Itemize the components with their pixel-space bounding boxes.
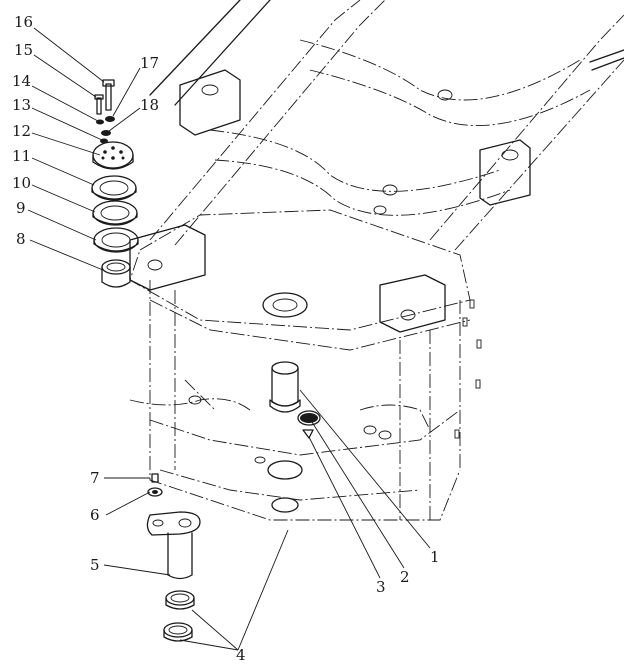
callout-9: 9: [16, 199, 26, 217]
chassis-frame: [129, 0, 624, 521]
callout-11: 11: [12, 147, 31, 165]
callout-10: 10: [12, 174, 31, 192]
callout-5: 5: [90, 556, 100, 574]
callout-16: 16: [14, 13, 33, 31]
callout-17: 17: [140, 54, 159, 72]
leader-lines: [27, 27, 431, 651]
callout-13: 13: [12, 96, 31, 114]
callout-12: 12: [12, 122, 31, 140]
callout-14: 14: [12, 72, 31, 90]
center-pin-assembly: [269, 361, 321, 439]
callout-15: 15: [14, 41, 33, 59]
lower-pin-assembly: [146, 473, 201, 642]
upper-pin-assembly: [91, 79, 139, 288]
callout-7: 7: [90, 469, 100, 487]
callout-3: 3: [376, 578, 386, 596]
callout-18: 18: [140, 96, 159, 114]
callout-6: 6: [90, 506, 100, 524]
callout-2: 2: [400, 568, 410, 586]
callout-1: 1: [430, 548, 440, 566]
callout-labels: 16 15 14 13 12 11 10 9 8 17 18 1 2 3 4 5…: [12, 13, 440, 664]
callout-8: 8: [16, 230, 26, 248]
callout-4: 4: [236, 646, 246, 664]
